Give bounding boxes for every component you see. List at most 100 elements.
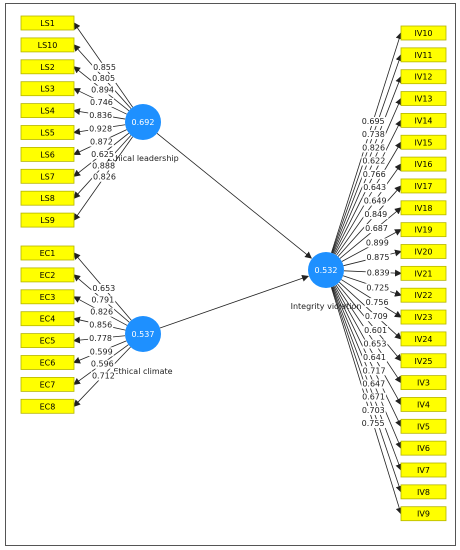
indicator-box-iv15[interactable]: [400, 134, 447, 150]
indicator-box-ec6[interactable]: [20, 355, 75, 370]
indicator-box-iv17[interactable]: [400, 178, 447, 194]
indicator-box-iv9[interactable]: [400, 506, 447, 522]
loading-value-bg: [91, 74, 117, 84]
indicator-box-iv25[interactable]: [400, 353, 447, 369]
indicator-box-iv24[interactable]: [400, 331, 447, 347]
loading-value-bg: [88, 320, 114, 330]
loading-value-ls5: 0.928: [89, 124, 112, 133]
loading-value-bg: [364, 238, 390, 248]
indicator-box-iv3[interactable]: [400, 375, 447, 391]
loading-arrow-iv25: [337, 283, 402, 362]
indicator-box-iv23[interactable]: [400, 309, 447, 325]
loading-value-iv15: 0.643: [363, 183, 386, 192]
indicator-label-ls7: LS7: [40, 172, 55, 181]
indicator-box-ls3[interactable]: [20, 81, 75, 97]
indicator-box-iv6[interactable]: [400, 440, 447, 456]
indicator-label-ec7: EC7: [40, 380, 56, 389]
indicator-box-ls7[interactable]: [20, 168, 75, 184]
edges-layer: [73, 22, 403, 515]
loading-value-bg: [92, 172, 117, 182]
indicator-box-ec5[interactable]: [20, 333, 75, 349]
loading-value-iv24: 0.709: [365, 312, 388, 321]
latent-node-integrity-violation[interactable]: [308, 252, 344, 288]
indicator-box-ls4[interactable]: [20, 103, 75, 118]
indicator-box-iv5[interactable]: [400, 418, 447, 434]
indicator-label-ec1: EC1: [40, 249, 56, 258]
loading-value-bg: [361, 156, 387, 166]
indicator-box-ec8[interactable]: [20, 398, 75, 414]
latent-node-ethical-climate[interactable]: [125, 316, 161, 352]
indicator-box-iv8[interactable]: [400, 484, 447, 500]
indicator-box-iv10[interactable]: [400, 25, 447, 41]
loading-value-ls6: 0.872: [90, 138, 113, 147]
indicator-box-iv19[interactable]: [400, 222, 447, 238]
indicator-box-ec7[interactable]: [20, 376, 75, 392]
nodes-layer: LS1LS10LS2LS3LS4LS5LS6LS7LS8LS9EC1EC2EC3…: [20, 15, 447, 522]
loading-value-iv25: 0.601: [364, 326, 387, 335]
loading-value-ls8: 0.888: [92, 162, 115, 171]
indicator-box-ls9[interactable]: [20, 212, 75, 228]
loading-value-ls7: 0.625: [91, 150, 114, 159]
loading-value-bg: [361, 379, 387, 389]
indicator-label-iv5: IV5: [417, 422, 430, 431]
indicator-box-ls6[interactable]: [20, 146, 75, 162]
loading-value-bg: [365, 283, 391, 293]
loading-value-iv16: 0.649: [364, 197, 387, 206]
indicator-box-iv18[interactable]: [400, 200, 447, 216]
loading-value-ec8: 0.712: [92, 371, 115, 380]
loading-value-iv3: 0.653: [364, 340, 387, 349]
indicator-box-iv11[interactable]: [400, 47, 447, 63]
indicator-box-ls1[interactable]: [20, 15, 75, 31]
loading-value-bg: [364, 224, 389, 234]
loading-value-bg: [360, 419, 386, 429]
latent-r2-integrity-violation: 0.532: [315, 266, 338, 275]
indicator-label-ls8: LS8: [40, 194, 55, 203]
indicator-label-iv10: IV10: [414, 29, 432, 38]
indicator-box-ec2[interactable]: [20, 267, 75, 283]
loading-value-bg: [88, 347, 114, 357]
indicator-label-iv15: IV15: [414, 138, 432, 147]
loading-value-bg: [91, 161, 117, 171]
indicator-box-ls5[interactable]: [20, 125, 75, 140]
indicator-label-iv25: IV25: [414, 357, 432, 366]
indicator-box-iv12[interactable]: [400, 69, 447, 85]
indicator-label-iv9: IV9: [417, 510, 430, 519]
loading-arrow-iv11: [331, 53, 403, 254]
loading-value-bg: [90, 85, 116, 95]
loading-value-iv17: 0.849: [364, 210, 387, 219]
indicator-label-iv3: IV3: [417, 379, 430, 388]
indicator-label-iv22: IV22: [414, 291, 432, 300]
indicator-box-iv7[interactable]: [400, 462, 447, 478]
latent-node-ethical-leadership[interactable]: [125, 104, 161, 140]
loading-value-iv5: 0.717: [363, 366, 386, 375]
indicator-box-iv14[interactable]: [400, 113, 447, 128]
indicator-box-iv20[interactable]: [400, 244, 447, 259]
indicator-box-iv22[interactable]: [400, 287, 447, 303]
indicator-box-iv13[interactable]: [400, 91, 447, 106]
indicator-box-ec1[interactable]: [20, 245, 75, 261]
indicator-box-ls10[interactable]: [20, 37, 75, 53]
indicator-box-iv4[interactable]: [400, 397, 447, 412]
indicator-box-ec4[interactable]: [20, 311, 75, 327]
indicator-box-iv16[interactable]: [400, 156, 447, 172]
loading-value-iv7: 0.671: [362, 393, 385, 402]
indicator-box-iv21[interactable]: [400, 265, 447, 281]
loading-value-bg: [88, 97, 114, 107]
indicator-box-ls8[interactable]: [20, 190, 75, 206]
loading-value-bg: [362, 196, 388, 206]
loading-value-bg: [365, 268, 391, 278]
indicator-label-iv11: IV11: [414, 51, 432, 60]
indicator-label-iv7: IV7: [417, 466, 430, 475]
indicator-box-ls2[interactable]: [20, 59, 75, 75]
loading-arrow-iv17: [337, 185, 402, 257]
indicator-label-ls1: LS1: [40, 19, 55, 28]
indicator-label-ls4: LS4: [40, 107, 55, 116]
sem-path-diagram: LS1LS10LS2LS3LS4LS5LS6LS7LS8LS9EC1EC2EC3…: [20, 15, 447, 522]
loading-value-bg: [363, 210, 389, 220]
indicator-box-ec3[interactable]: [20, 289, 75, 305]
indicator-label-ls6: LS6: [40, 150, 55, 159]
loading-value-bg: [88, 124, 114, 134]
loading-value-bg: [88, 334, 114, 344]
loading-value-iv8: 0.703: [362, 406, 385, 415]
